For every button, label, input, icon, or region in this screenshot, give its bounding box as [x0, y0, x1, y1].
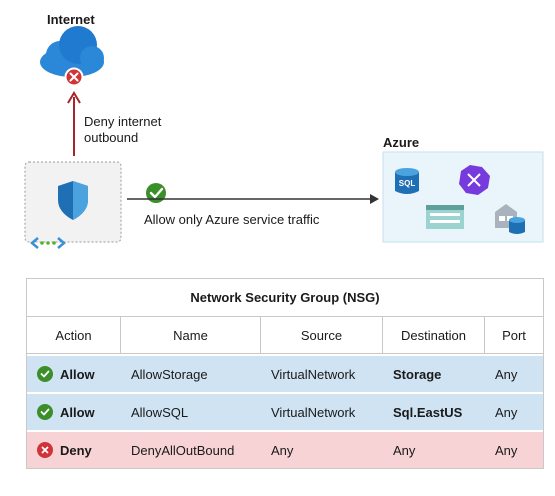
action-label: Deny [60, 442, 92, 458]
deny-internet-line-1: Deny internet [84, 114, 162, 129]
deny-internet-line-2: outbound [84, 130, 139, 145]
allow-check-icon [37, 366, 53, 382]
deny-error-icon [37, 442, 53, 458]
action-cell: Allow [27, 394, 121, 430]
internet-label: Internet [47, 12, 95, 27]
cloud-icon [40, 26, 104, 77]
action-cell: Deny [27, 432, 121, 468]
action-label: Allow [60, 404, 95, 420]
storage-icon [426, 205, 464, 229]
port-cell: Any [495, 366, 518, 382]
table-row-allow-storage: Allow AllowStorage VirtualNetwork Storag… [27, 356, 543, 392]
source-cell: VirtualNetwork [271, 366, 356, 382]
nsg-shield-icon [58, 181, 88, 220]
storage-account-icon [495, 204, 525, 234]
column-header-destination: Destination [383, 317, 485, 353]
port-cell: Any [495, 404, 518, 420]
name-cell: DenyAllOutBound [131, 442, 235, 458]
allow-check-icon [146, 183, 166, 203]
deny-internet-label: Deny internet outbound [84, 114, 161, 146]
port-cell: Any [495, 442, 518, 458]
table-row-deny-all: Deny DenyAllOutBound Any Any Any [27, 432, 543, 468]
allow-traffic-label: Allow only Azure service traffic [144, 212, 320, 227]
column-header-name: Name [121, 317, 261, 353]
source-cell: Any [271, 442, 294, 458]
sql-icon: SQL [395, 168, 419, 194]
nsg-table: Network Security Group (NSG) Action Name… [26, 278, 544, 469]
table-row-allow-sql: Allow AllowSQL VirtualNetwork Sql.EastUS… [27, 394, 543, 430]
column-header-source: Source [261, 317, 383, 353]
event-grid-icon [459, 165, 490, 195]
name-cell: AllowSQL [131, 404, 189, 420]
column-header-action: Action [27, 317, 121, 353]
action-label: Allow [60, 366, 95, 382]
action-cell: Allow [27, 356, 121, 392]
name-cell: AllowStorage [131, 366, 208, 382]
svg-text:SQL: SQL [399, 179, 416, 188]
allow-check-icon [37, 404, 53, 420]
vnet-icon [30, 237, 66, 249]
destination-cell: Any [393, 442, 416, 458]
destination-cell: Sql.EastUS [393, 404, 463, 420]
allow-arrow [127, 194, 379, 204]
source-cell: VirtualNetwork [271, 404, 356, 420]
nsg-header-row: Action Name Source Destination Port [27, 317, 543, 354]
deny-internet-error-icon [64, 67, 84, 87]
nsg-title: Network Security Group (NSG) [27, 279, 543, 317]
destination-cell: Storage [393, 366, 442, 382]
azure-label: Azure [383, 135, 420, 150]
column-header-port: Port [502, 327, 526, 343]
deny-arrow [67, 91, 81, 156]
network-diagram: SQL [24, 26, 544, 249]
